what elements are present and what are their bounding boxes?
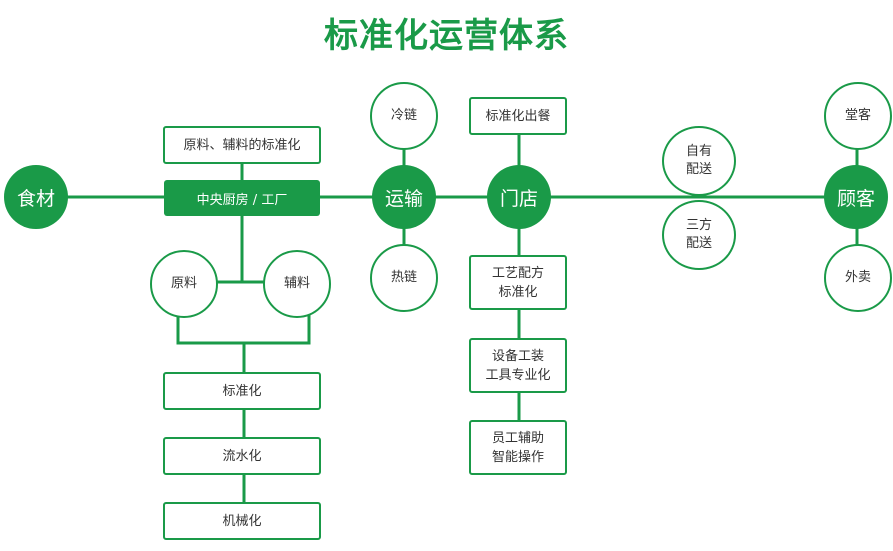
- dine-in-node: 堂客: [824, 82, 892, 150]
- auxiliary-material-node: 辅料: [263, 250, 331, 318]
- raw-aux-standardization-box: 原料、辅料的标准化: [163, 126, 321, 164]
- assembly-line-box: 流水化: [163, 437, 321, 475]
- takeout-node: 外卖: [824, 244, 892, 312]
- standard-serving-box: 标准化出餐: [469, 97, 567, 135]
- raw-material-node: 原料: [150, 250, 218, 318]
- standardization-box: 标准化: [163, 372, 321, 410]
- central-kitchen-box: 中央厨房 / 工厂: [164, 180, 320, 216]
- page-title: 标准化运营体系: [324, 16, 569, 56]
- process-recipe-box: 工艺配方 标准化: [469, 255, 567, 310]
- hot-chain-node: 热链: [370, 244, 438, 312]
- food-node: 食材: [4, 165, 68, 229]
- mechanization-box: 机械化: [163, 502, 321, 540]
- transport-node: 运输: [372, 165, 436, 229]
- cold-chain-node: 冷链: [370, 82, 438, 150]
- store-node: 门店: [487, 165, 551, 229]
- customer-node: 顾客: [824, 165, 888, 229]
- staff-assist-box: 员工辅助 智能操作: [469, 420, 567, 475]
- third-party-delivery-node: 三方 配送: [662, 200, 736, 270]
- equipment-tools-box: 设备工装 工具专业化: [469, 338, 567, 393]
- self-delivery-node: 自有 配送: [662, 126, 736, 196]
